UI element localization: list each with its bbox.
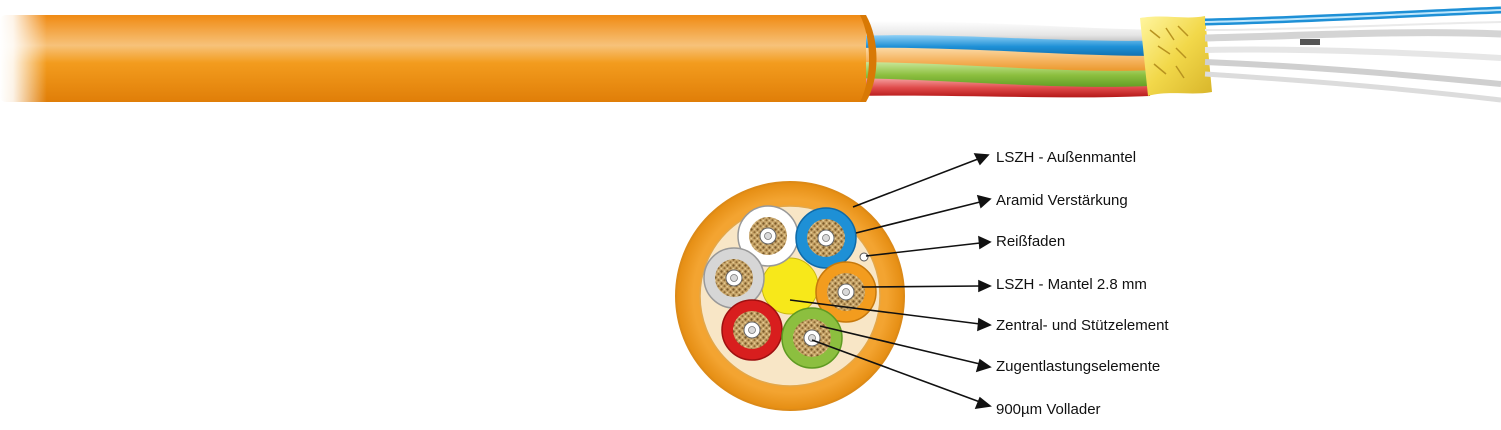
- leader-aramid: [855, 201, 981, 234]
- blue-subunit-tube: [850, 35, 1180, 59]
- label-sub-jacket: LSZH - Mantel 2.8 mm: [996, 276, 1147, 293]
- natural-fiber: [1204, 59, 1501, 87]
- leader-ripcord: [865, 242, 981, 257]
- label-central-element: Zentral- und Stützelement: [996, 317, 1169, 334]
- label-tight-buffer: 900µm Vollader: [996, 401, 1101, 418]
- leader-lines: [789, 153, 992, 409]
- ripcord-section: [859, 252, 869, 262]
- label-ripcord: Reißfaden: [996, 233, 1066, 250]
- leader-strain-relief: [819, 325, 981, 365]
- label-aramid: Aramid Verstärkung: [996, 192, 1128, 209]
- subunit-red: [721, 299, 783, 361]
- arrow-outer-jacket: [973, 153, 990, 166]
- red-subunit-tube: [850, 78, 1150, 98]
- label-outer-jacket: LSZH - Außenmantel: [996, 149, 1137, 166]
- subunit-blue: [795, 207, 857, 269]
- subunit-white: [737, 205, 799, 267]
- cable-side-view: [0, 6, 1501, 110]
- leader-central-element: [789, 299, 981, 325]
- aramid-yarn-bundle: [1140, 16, 1212, 96]
- leader-tight-buffer: [811, 339, 981, 403]
- leader-sub-jacket: [861, 285, 981, 288]
- leader-outer-jacket: [852, 158, 979, 208]
- label-strain-relief: Zugentlastungselemente: [996, 358, 1161, 375]
- white-fiber: [1204, 29, 1501, 42]
- subunit-green: [781, 307, 843, 369]
- cable-cross-section: [675, 181, 905, 411]
- subunit-orange: [815, 261, 877, 323]
- aramid-yarn-texture: [1149, 25, 1189, 79]
- grey-fiber: [1204, 46, 1501, 61]
- subunit-grey: [703, 247, 765, 309]
- fiber: [1204, 71, 1501, 103]
- orange-subunit-tube: [850, 47, 1160, 74]
- white-subunit-tube: [850, 21, 1160, 44]
